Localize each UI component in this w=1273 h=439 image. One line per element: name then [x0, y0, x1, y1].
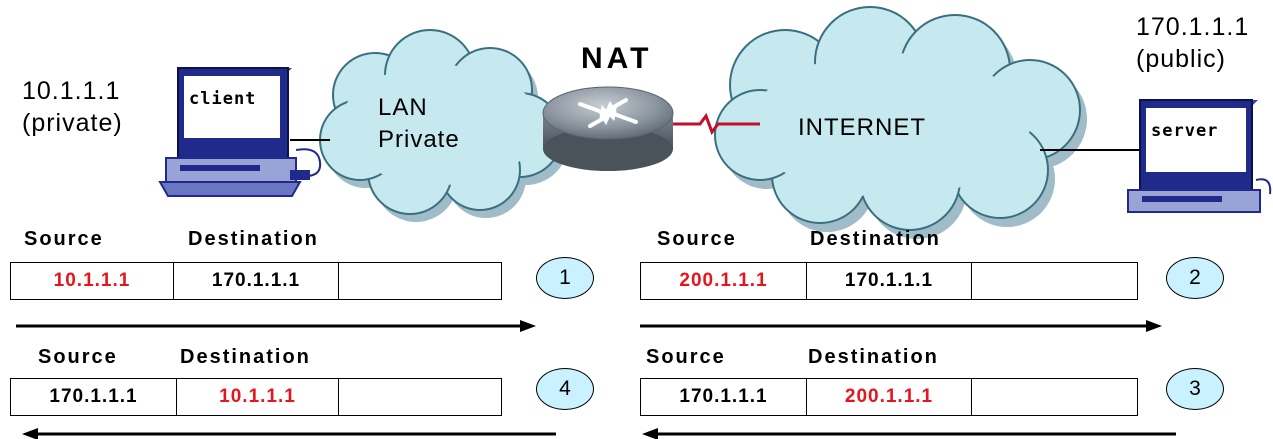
packet-3-destination: 200.1.1.1	[806, 379, 971, 415]
packet-4: 170.1.1.1 10.1.1.1	[10, 378, 502, 416]
server-ip-label: 170.1.1.1	[1136, 13, 1250, 41]
packet-2-destination: 170.1.1.1	[806, 263, 971, 299]
packet-3-source-header: Source	[646, 346, 726, 368]
arrow-step-2	[640, 320, 1162, 332]
packet-3-payload	[971, 379, 1137, 415]
packet-4-source-header: Source	[38, 346, 118, 368]
nat-internet-link	[672, 112, 760, 136]
packet-1-source-header: Source	[24, 228, 104, 250]
packet-1: 10.1.1.1 170.1.1.1	[10, 262, 502, 300]
nat-router-icon	[542, 86, 674, 171]
internet-cloud-label: INTERNET	[798, 114, 926, 141]
packet-1-payload	[338, 263, 501, 299]
packet-2-source: 200.1.1.1	[679, 270, 768, 291]
packet-3-source: 170.1.1.1	[679, 386, 768, 407]
server-computer-icon	[1127, 99, 1272, 213]
packet-3: 170.1.1.1 200.1.1.1	[640, 378, 1138, 416]
packet-4-payload	[338, 379, 501, 415]
packet-2-payload	[971, 263, 1137, 299]
step-3-badge: 3	[1166, 368, 1224, 410]
internet-cloud	[714, 6, 1087, 239]
arrow-step-4	[22, 428, 556, 439]
step-4-badge: 4	[536, 368, 594, 410]
client-computer-icon	[158, 67, 322, 197]
client-ip-label: 10.1.1.1	[22, 77, 121, 105]
arrow-step-3	[642, 428, 1176, 439]
packet-1-destination: 170.1.1.1	[173, 263, 338, 299]
packet-4-destination: 10.1.1.1	[176, 379, 338, 415]
client-screen-label: client	[186, 88, 260, 110]
client-scope-label: (private)	[22, 109, 123, 137]
packet-3-destination-header: Destination	[808, 346, 939, 368]
packet-4-source: 170.1.1.1	[49, 386, 138, 407]
packet-4-destination-header: Destination	[180, 346, 311, 368]
nat-title: NAT	[581, 42, 653, 75]
lan-cloud-label-line2: Private	[378, 126, 460, 153]
lan-cloud	[319, 29, 568, 222]
step-1-badge: 1	[536, 257, 594, 299]
packet-1-source: 10.1.1.1	[53, 270, 131, 291]
packet-2: 200.1.1.1 170.1.1.1	[640, 262, 1138, 300]
packet-1-destination-header: Destination	[188, 228, 319, 250]
step-2-badge: 2	[1166, 257, 1224, 299]
arrow-step-1	[16, 320, 536, 332]
packet-2-source-header: Source	[657, 228, 737, 250]
server-scope-label: (public)	[1136, 45, 1226, 73]
packet-2-destination-header: Destination	[810, 228, 941, 250]
lan-cloud-label-line1: LAN	[378, 94, 428, 121]
server-screen-label: server	[1148, 120, 1222, 142]
